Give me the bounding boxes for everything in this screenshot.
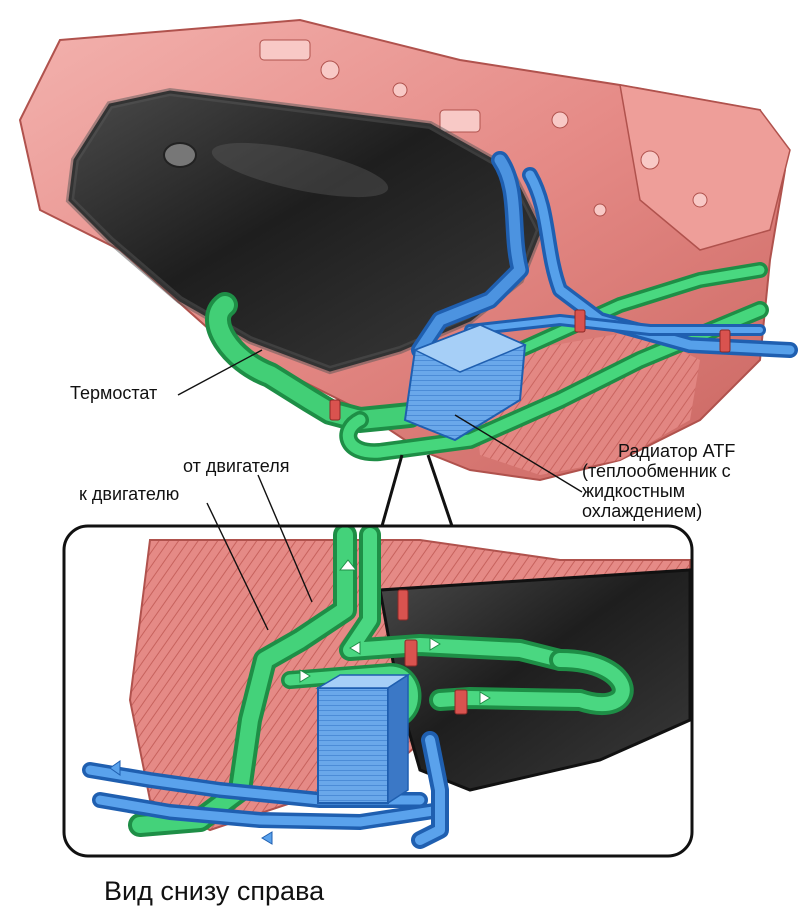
from-engine-label: от двигателя — [183, 456, 290, 476]
atf-radiator-label-line: охлаждением) — [582, 501, 703, 521]
leader-lines-main — [177, 349, 583, 493]
flow-arrow — [479, 691, 491, 705]
atf-lines-main — [411, 151, 798, 359]
flow-arrows-atf-inset — [109, 760, 273, 845]
thermostat-leader — [177, 349, 263, 396]
atf-cooler-inset — [315, 673, 411, 805]
oil-pan-flange — [65, 87, 545, 375]
inset-callout-wedge — [380, 454, 454, 527]
oil-pan-highlight — [211, 142, 389, 198]
diagram-caption: Вид снизу справа — [104, 876, 325, 906]
atf-radiator-label-line: жидкостным — [582, 481, 686, 501]
line-clips-inset — [397, 589, 468, 715]
atf-radiator-leader — [454, 414, 583, 493]
atf-cooler-main — [403, 323, 527, 442]
flow-arrow — [338, 559, 358, 571]
inset-view — [64, 526, 692, 856]
flow-arrow — [429, 637, 441, 651]
flow-arrow — [109, 760, 121, 776]
flow-arrows-inset — [299, 559, 491, 705]
main-view — [18, 18, 798, 482]
housing-details — [259, 39, 708, 217]
to-engine-leader — [206, 502, 269, 631]
line-clips-main — [329, 309, 731, 421]
to-engine-label: к двигателю — [79, 484, 180, 504]
from-engine-leader — [257, 474, 313, 603]
flow-arrow — [261, 831, 273, 845]
leader-lines-inset — [206, 474, 313, 631]
inset-frame — [62, 524, 694, 858]
oil-pan-drain-plug — [163, 142, 197, 168]
housing-rear-extension — [619, 84, 791, 251]
coolant-lines-main — [205, 262, 769, 462]
thermostat-label: Термостат — [70, 383, 158, 403]
atf-radiator-label-line: (теплообменник с — [582, 461, 731, 481]
flow-arrow — [299, 669, 311, 683]
atf-radiator-label-line: Радиатор ATF — [618, 441, 736, 461]
atf-radiator-label: Радиатор ATF (теплообменник с жидкостным… — [582, 441, 735, 521]
flow-arrow — [349, 641, 361, 655]
